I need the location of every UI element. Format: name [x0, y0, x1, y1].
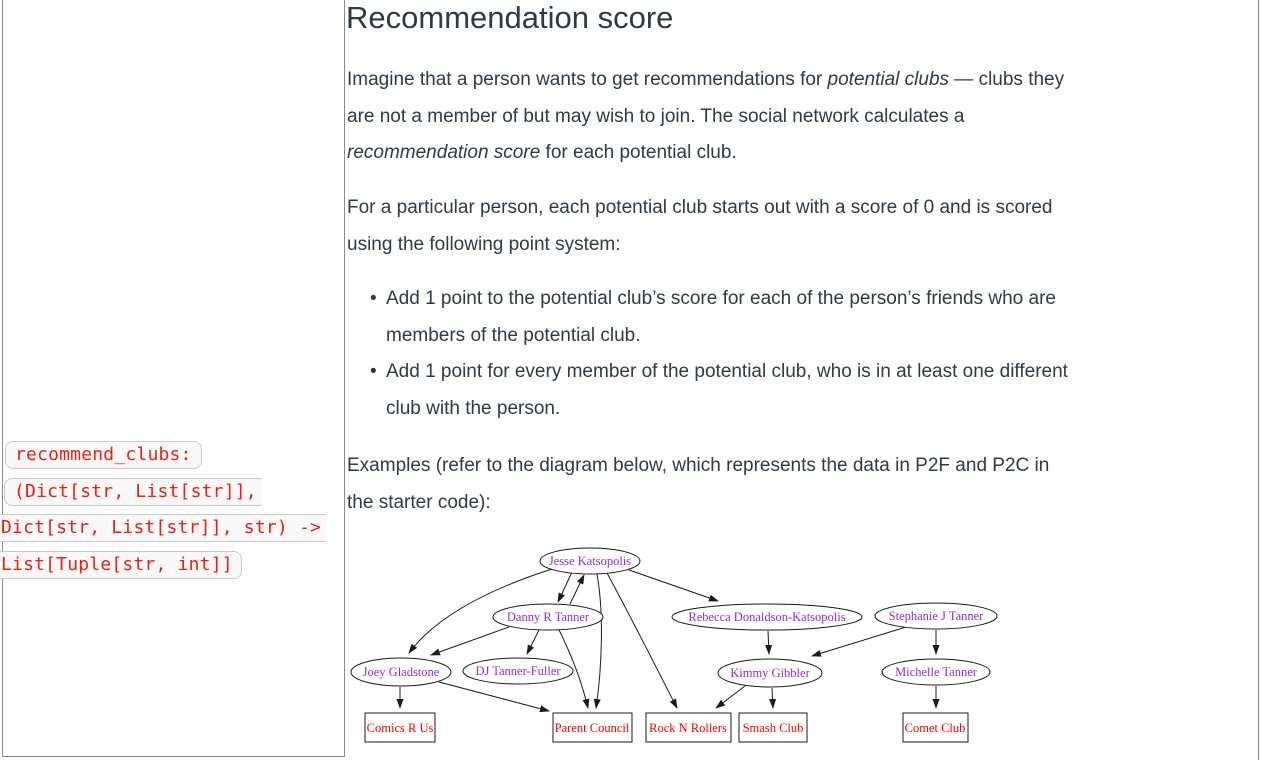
club-rect — [645, 712, 732, 743]
code-fragment: List[Tuple[str, int]] — [0, 550, 242, 579]
edge-danny-joey — [430, 626, 510, 656]
social-network-diagram: Jesse Katsopolis Danny R Tanner Rebecca … — [350, 547, 998, 743]
person-node-joey: Joey Gladstone — [350, 657, 452, 687]
person-label: Jesse Katsopolis — [549, 554, 631, 568]
club-rect — [552, 712, 633, 743]
paragraph-scoring: For a particular person, each potential … — [347, 190, 1052, 263]
bullet-item: Add 1 point for every member of the pote… — [347, 354, 1068, 427]
edge-jesse-rebecca — [628, 569, 719, 602]
paragraph-examples: Examples (refer to the diagram below, wh… — [347, 448, 1049, 521]
edge-danny-jesse — [569, 574, 585, 605]
person-label: Joey Gladstone — [363, 665, 440, 679]
text-line: club with the person. — [386, 397, 561, 419]
edge-jesse-danny — [557, 571, 573, 603]
edge-jesse-joey — [408, 568, 553, 654]
text-line: For a particular person, each potential … — [347, 197, 1053, 218]
bullet-item: Add 1 point to the potential club’s scor… — [347, 281, 1068, 354]
person-label: DJ Tanner-Fuller — [475, 664, 561, 678]
person-node-jesse: Jesse Katsopolis — [539, 547, 641, 575]
edge-joey-parent-council — [438, 681, 550, 713]
edge-kimmy-smash — [769, 687, 777, 709]
text-line: the starter code): — [347, 491, 491, 513]
club-rect — [364, 712, 436, 743]
club-label: Comics R Us — [367, 721, 434, 735]
club-node-comics: Comics R Us — [364, 712, 436, 743]
person-node-stephanie: Stephanie J Tanner — [874, 602, 998, 630]
person-node-rebecca: Rebecca Donaldson-Katsopolis — [671, 603, 863, 631]
person-ellipse — [717, 658, 823, 688]
club-label: Rock N Rollers — [649, 721, 727, 735]
person-label: Michelle Tanner — [895, 665, 978, 679]
person-node-danny: Danny R Tanner — [492, 603, 604, 631]
club-label: Smash Club — [743, 721, 804, 735]
text-run: — clubs they — [949, 69, 1065, 90]
bullet-list: Add 1 point to the potential club’s scor… — [347, 281, 1068, 427]
text-line: Add 1 point for every member of the pote… — [347, 354, 1068, 391]
edge-rebecca-kimmy — [765, 630, 773, 655]
edge-jesse-rock-n-rollers — [606, 572, 678, 709]
left-cell-bottom-border — [2, 756, 345, 757]
club-label: Parent Council — [555, 721, 630, 735]
person-ellipse — [350, 657, 452, 687]
page-title: Recommendation score — [346, 0, 674, 35]
person-label: Stephanie J Tanner — [889, 609, 985, 623]
italic-run: recommendation score — [347, 142, 541, 163]
edge-stephanie-kimmy — [811, 626, 907, 657]
club-node-smash: Smash Club — [738, 712, 808, 743]
right-cell-right-border — [1258, 0, 1259, 760]
person-ellipse — [539, 547, 641, 575]
edge-kimmy-rock-n-rollers — [715, 685, 746, 709]
left-cell-left-border — [2, 0, 3, 757]
code-line: List[Tuple[str, int]] — [0, 546, 242, 583]
club-node-comet: Comet Club — [902, 712, 969, 743]
edge-jesse-parent-council — [593, 573, 602, 709]
code-line: Dict[str, List[str]], str) -> — [0, 509, 327, 546]
person-ellipse — [462, 657, 574, 685]
club-node-rock-n-rollers: Rock N Rollers — [645, 712, 732, 743]
graph-edges — [396, 568, 940, 713]
person-ellipse — [881, 658, 991, 686]
person-node-dj: DJ Tanner-Fuller — [462, 657, 574, 685]
italic-run: potential clubs — [827, 69, 950, 90]
paragraph-intro: Imagine that a person wants to get recom… — [347, 62, 1064, 172]
club-label: Comet Club — [905, 721, 966, 735]
person-ellipse — [492, 603, 604, 631]
code-fragment: recommend_clubs: — [5, 440, 202, 469]
text-line: members of the potential club. — [386, 324, 641, 346]
edge-danny-parent-council — [558, 629, 590, 709]
club-node-parent-council: Parent Council — [552, 712, 633, 743]
text-run: Imagine that a person wants to get recom… — [347, 69, 828, 90]
edge-danny-dj — [526, 629, 540, 655]
club-rect — [738, 712, 808, 743]
person-node-michelle: Michelle Tanner — [881, 658, 991, 686]
text-line: recommendation score for each potential … — [347, 135, 1064, 172]
person-label: Rebecca Donaldson-Katsopolis — [688, 610, 845, 624]
person-ellipse — [874, 602, 998, 630]
person-ellipse — [671, 603, 863, 631]
text-line: Add 1 point to the potential club’s scor… — [347, 281, 1068, 318]
code-fragment: (Dict[str, List[str]], — [4, 477, 262, 506]
code-fragment: Dict[str, List[str]], str) -> — [0, 513, 327, 542]
person-node-kimmy: Kimmy Gibbler — [717, 658, 823, 688]
text-run: for each potential club. — [540, 142, 737, 163]
text-line: Imagine that a person wants to get recom… — [347, 62, 1064, 99]
person-label: Danny R Tanner — [507, 610, 590, 624]
person-label: Kimmy Gibbler — [730, 666, 810, 680]
club-rect — [902, 712, 969, 743]
text-line: using the following point system: — [347, 233, 621, 255]
text-line: are not a member of but may wish to join… — [347, 105, 965, 127]
column-divider — [344, 0, 345, 756]
text-line: Examples (refer to the diagram below, wh… — [347, 455, 1050, 476]
code-line: (Dict[str, List[str]], — [4, 473, 262, 510]
code-line: recommend_clubs: — [5, 436, 202, 473]
